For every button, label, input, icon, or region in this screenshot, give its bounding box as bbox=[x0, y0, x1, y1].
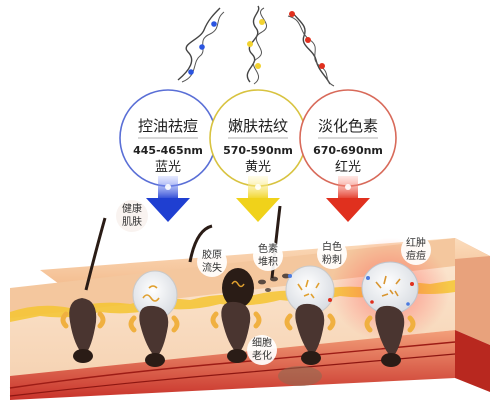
yellow-light-title: 嫩肤祛纹 bbox=[228, 117, 288, 135]
svg-text:堆积: 堆积 bbox=[258, 256, 278, 268]
blue-arrow bbox=[146, 176, 190, 222]
svg-text:粉刺: 粉刺 bbox=[322, 253, 342, 266]
svg-text:细胞: 细胞 bbox=[252, 336, 272, 349]
blue-dot bbox=[199, 44, 205, 50]
hair-follicle-3 bbox=[188, 224, 262, 363]
label-red-pimple: 红肿 痘痘 bbox=[401, 235, 431, 265]
hair-follicle-4 bbox=[284, 265, 336, 365]
svg-text:白色: 白色 bbox=[322, 240, 342, 253]
red-arrow bbox=[326, 176, 370, 222]
red-light-circle: 淡化色素 670-690nm 红光 bbox=[299, 89, 397, 187]
label-collagen-loss: 胶原 流失 bbox=[197, 247, 227, 277]
svg-text:色素: 色素 bbox=[258, 242, 278, 255]
svg-text:红肿: 红肿 bbox=[406, 236, 426, 249]
yellow-light-name: 黄光 bbox=[245, 160, 271, 175]
svg-text:健康: 健康 bbox=[122, 202, 142, 215]
red-dot bbox=[289, 11, 295, 17]
label-whitehead: 白色 粉刺 bbox=[317, 239, 347, 269]
red-dot bbox=[305, 37, 311, 43]
svg-text:痘痘: 痘痘 bbox=[406, 249, 426, 262]
hair-follicle-2 bbox=[128, 270, 180, 367]
red-wave-helix bbox=[287, 11, 335, 87]
label-cell-aging: 细胞 老化 bbox=[247, 335, 277, 365]
yellow-wave-helix bbox=[246, 5, 268, 85]
svg-text:胶原: 胶原 bbox=[202, 248, 222, 261]
hair-follicle-1 bbox=[60, 217, 107, 363]
yellow-light-wavelength: 570-590nm bbox=[223, 144, 293, 157]
blue-dot bbox=[211, 21, 217, 27]
blue-light-name: 蓝光 bbox=[155, 160, 181, 175]
yellow-light-circle: 嫩肤祛纹 570-590nm 黄光 bbox=[209, 89, 307, 187]
svg-text:肌肤: 肌肤 bbox=[122, 215, 142, 228]
red-light-wavelength: 670-690nm bbox=[313, 144, 383, 157]
red-dot bbox=[319, 63, 325, 69]
pigment-spots bbox=[258, 205, 290, 292]
yellow-dot bbox=[247, 41, 253, 47]
yellow-dot bbox=[259, 19, 265, 25]
aging-cells-patch bbox=[278, 366, 322, 386]
blue-dot bbox=[188, 69, 194, 75]
blue-light-title: 控油祛痘 bbox=[138, 117, 198, 135]
yellow-dot bbox=[255, 63, 261, 69]
blue-light-wavelength: 445-465nm bbox=[133, 144, 203, 157]
blue-wave-helix bbox=[177, 7, 225, 83]
red-light-name: 红光 bbox=[335, 159, 361, 175]
label-healthy-skin: 健康 肌肤 bbox=[116, 200, 148, 232]
hair-follicle-5 bbox=[361, 261, 419, 367]
red-light-title: 淡化色素 bbox=[318, 117, 378, 135]
svg-text:老化: 老化 bbox=[252, 349, 272, 362]
svg-text:流失: 流失 bbox=[202, 261, 222, 274]
yellow-arrow bbox=[236, 176, 280, 222]
blue-light-circle: 控油祛痘 445-465nm 蓝光 bbox=[119, 89, 217, 187]
label-pigment-accumulation: 色素 堆积 bbox=[253, 241, 283, 271]
